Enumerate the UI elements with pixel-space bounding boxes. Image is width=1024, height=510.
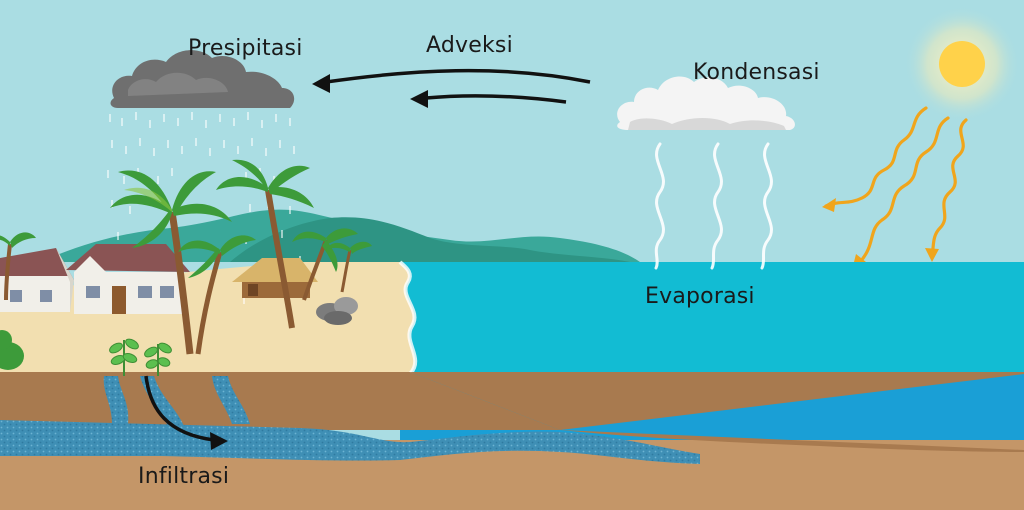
- label-kondensasi: Kondensasi: [693, 60, 820, 85]
- house-icon: [66, 244, 190, 314]
- house-icon: [0, 248, 74, 312]
- advection-arrows: [312, 68, 591, 108]
- groundwater-layer: [0, 420, 700, 464]
- label-evaporasi: Evaporasi: [645, 284, 755, 309]
- label-adveksi: Adveksi: [426, 33, 513, 58]
- rain-cloud-icon: [110, 50, 295, 108]
- sprout-icon: [144, 342, 172, 376]
- seepage-channels: [103, 376, 250, 426]
- palm-tree-icon: [178, 235, 256, 355]
- sun-rays: [822, 106, 968, 270]
- hut-icon: [232, 258, 318, 298]
- soil-under-sea: [410, 372, 1024, 430]
- palm-tree-icon: [216, 159, 314, 329]
- palm-tree-icon: [0, 232, 36, 301]
- soil-upper: [0, 372, 560, 430]
- bush: [0, 330, 24, 370]
- sprout-icon: [109, 338, 139, 376]
- label-presipitasi: Presipitasi: [188, 36, 303, 61]
- palm-tree-icon: [292, 228, 358, 301]
- palm-tree-icon: [110, 170, 232, 355]
- sea: [400, 262, 1024, 374]
- palm-tree-icon: [326, 241, 372, 293]
- evaporation-wisps: [654, 142, 773, 270]
- infiltration-arrow: [144, 375, 228, 450]
- label-infiltrasi: Infiltrasi: [138, 464, 230, 489]
- sun-icon: [904, 6, 1020, 122]
- rocks-icon: [316, 297, 358, 325]
- white-cloud-icon: [617, 76, 795, 130]
